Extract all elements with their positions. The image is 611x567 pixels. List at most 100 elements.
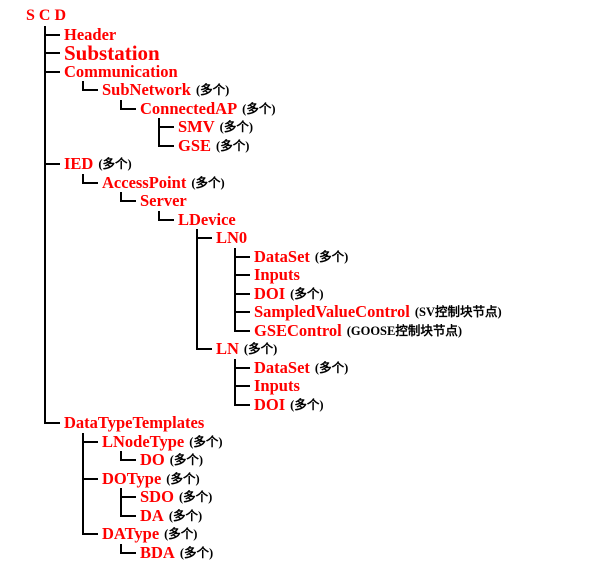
tree-connector-corner-icon (216, 395, 254, 415)
tree-indent (140, 377, 178, 396)
tree-node-ldevice: LDevice (26, 209, 611, 230)
tree-indent (140, 322, 178, 341)
tree-connector-tee-icon (64, 469, 102, 489)
tree-connector-tee-icon (216, 358, 254, 378)
tree-connector-tee-icon (216, 377, 254, 396)
node-annotation: (多个) (169, 453, 204, 467)
node-annotation: (多个) (195, 83, 230, 97)
node-label: IED (64, 154, 94, 173)
node-annotation: (多个) (166, 471, 200, 486)
node-label: LNodeType (102, 431, 185, 451)
tree-node-substation: Substation (26, 42, 611, 63)
tree-indent (64, 340, 102, 359)
node-annotation: (SV控制块节点) (414, 305, 502, 319)
tree-indent (102, 340, 140, 359)
tree-connector-tee-icon (216, 303, 254, 322)
tree-node-ied: IED (多个) (26, 155, 611, 174)
tree-line-vertical-icon (26, 99, 64, 119)
tree-connector-tee-icon (178, 229, 216, 248)
tree-indent (178, 359, 216, 378)
node-annotation: (多个) (314, 249, 349, 264)
node-label: LN0 (216, 228, 248, 247)
tree-connector-corner-icon (26, 414, 64, 433)
tree-connector-corner-icon (140, 136, 178, 156)
node-annotation: (多个) (164, 527, 198, 541)
tree-line-vertical-icon (26, 210, 64, 230)
tree-node-inputs: Inputs (26, 266, 611, 285)
node-label: GSE (178, 135, 212, 155)
tree-node-accesspoint: AccessPoint(多个) (26, 173, 611, 193)
tree-indent (64, 359, 102, 378)
tree-line-vertical-icon (178, 284, 216, 304)
node-annotation: (多个) (179, 545, 214, 560)
node-label: SCD (26, 7, 71, 25)
tree-line-vertical-icon (64, 488, 102, 507)
node-label: DOType (102, 468, 162, 488)
node-label: SMV (178, 117, 215, 136)
tree-indent (64, 137, 102, 156)
tree-indent (64, 396, 102, 415)
tree-indent (140, 229, 178, 248)
node-label: GSEControl (254, 320, 342, 340)
tree-connector-tee-icon (140, 118, 178, 137)
tree-line-vertical-icon (26, 358, 64, 378)
tree-node-scd: SCD (26, 7, 611, 26)
tree-indent (64, 285, 102, 304)
node-label: DOI (254, 394, 286, 414)
tree-indent (64, 266, 102, 285)
tree-indent (102, 303, 140, 322)
tree-indent (102, 229, 140, 248)
node-label: DataTypeTemplates (64, 413, 205, 432)
node-label: DataSet (254, 357, 310, 377)
node-annotation: (多个) (168, 508, 203, 523)
tree-line-vertical-icon (26, 395, 64, 415)
tree-line-vertical-icon (178, 266, 216, 285)
node-annotation: (多个) (178, 490, 213, 504)
node-annotation: (多个) (98, 157, 132, 171)
node-label: DataSet (254, 246, 310, 266)
tree-indent (26, 451, 64, 470)
node-label: Server (140, 191, 187, 210)
tree-line-vertical-icon (26, 284, 64, 304)
node-annotation: (多个) (219, 120, 253, 134)
tree-node-lnodetype: LNodeType(多个) (26, 431, 611, 452)
tree-line-vertical-icon (26, 229, 64, 248)
node-annotation: (多个) (242, 101, 276, 116)
tree-indent (64, 100, 102, 119)
tree-indent (102, 396, 140, 415)
tree-line-vertical-icon (178, 303, 216, 322)
tree-node-datype: DAType (多个) (26, 525, 611, 544)
tree-node-server: Server (26, 192, 611, 211)
node-label: Header (64, 24, 117, 44)
tree-connector-corner-icon (64, 525, 102, 544)
tree-connector-corner-icon (102, 99, 140, 119)
tree-line-vertical-icon (26, 303, 64, 322)
node-label: DOI (254, 283, 286, 303)
tree-node-ln: LN(多个) (26, 340, 611, 359)
tree-indent (64, 322, 102, 341)
tree-indent (26, 507, 64, 526)
tree-connector-corner-icon (64, 81, 102, 100)
tree-connector-corner-icon (140, 210, 178, 230)
tree-indent (102, 118, 140, 137)
tree-line-vertical-icon (64, 451, 102, 470)
tree-node-sampledvaluecontrol: SampledValueControl(SV控制块节点) (26, 303, 611, 322)
tree-line-vertical-icon (26, 266, 64, 285)
node-label: Inputs (254, 376, 300, 395)
tree-connector-corner-icon (216, 321, 254, 341)
tree-indent (140, 359, 178, 378)
node-annotation: (多个) (243, 342, 278, 356)
node-annotation: (多个) (290, 397, 324, 412)
tree-connector-corner-icon (102, 543, 140, 563)
tree-connector-tee-icon (102, 488, 140, 507)
tree-indent (64, 544, 102, 563)
tree-indent (64, 118, 102, 137)
tree-indent (26, 433, 64, 452)
node-label: LDevice (178, 209, 236, 229)
tree-indent (140, 266, 178, 285)
node-label: DA (140, 505, 164, 525)
tree-line-vertical-icon (178, 247, 216, 267)
tree-connector-tee-icon (26, 44, 64, 63)
tree-indent (102, 266, 140, 285)
node-label: DAType (102, 524, 160, 543)
